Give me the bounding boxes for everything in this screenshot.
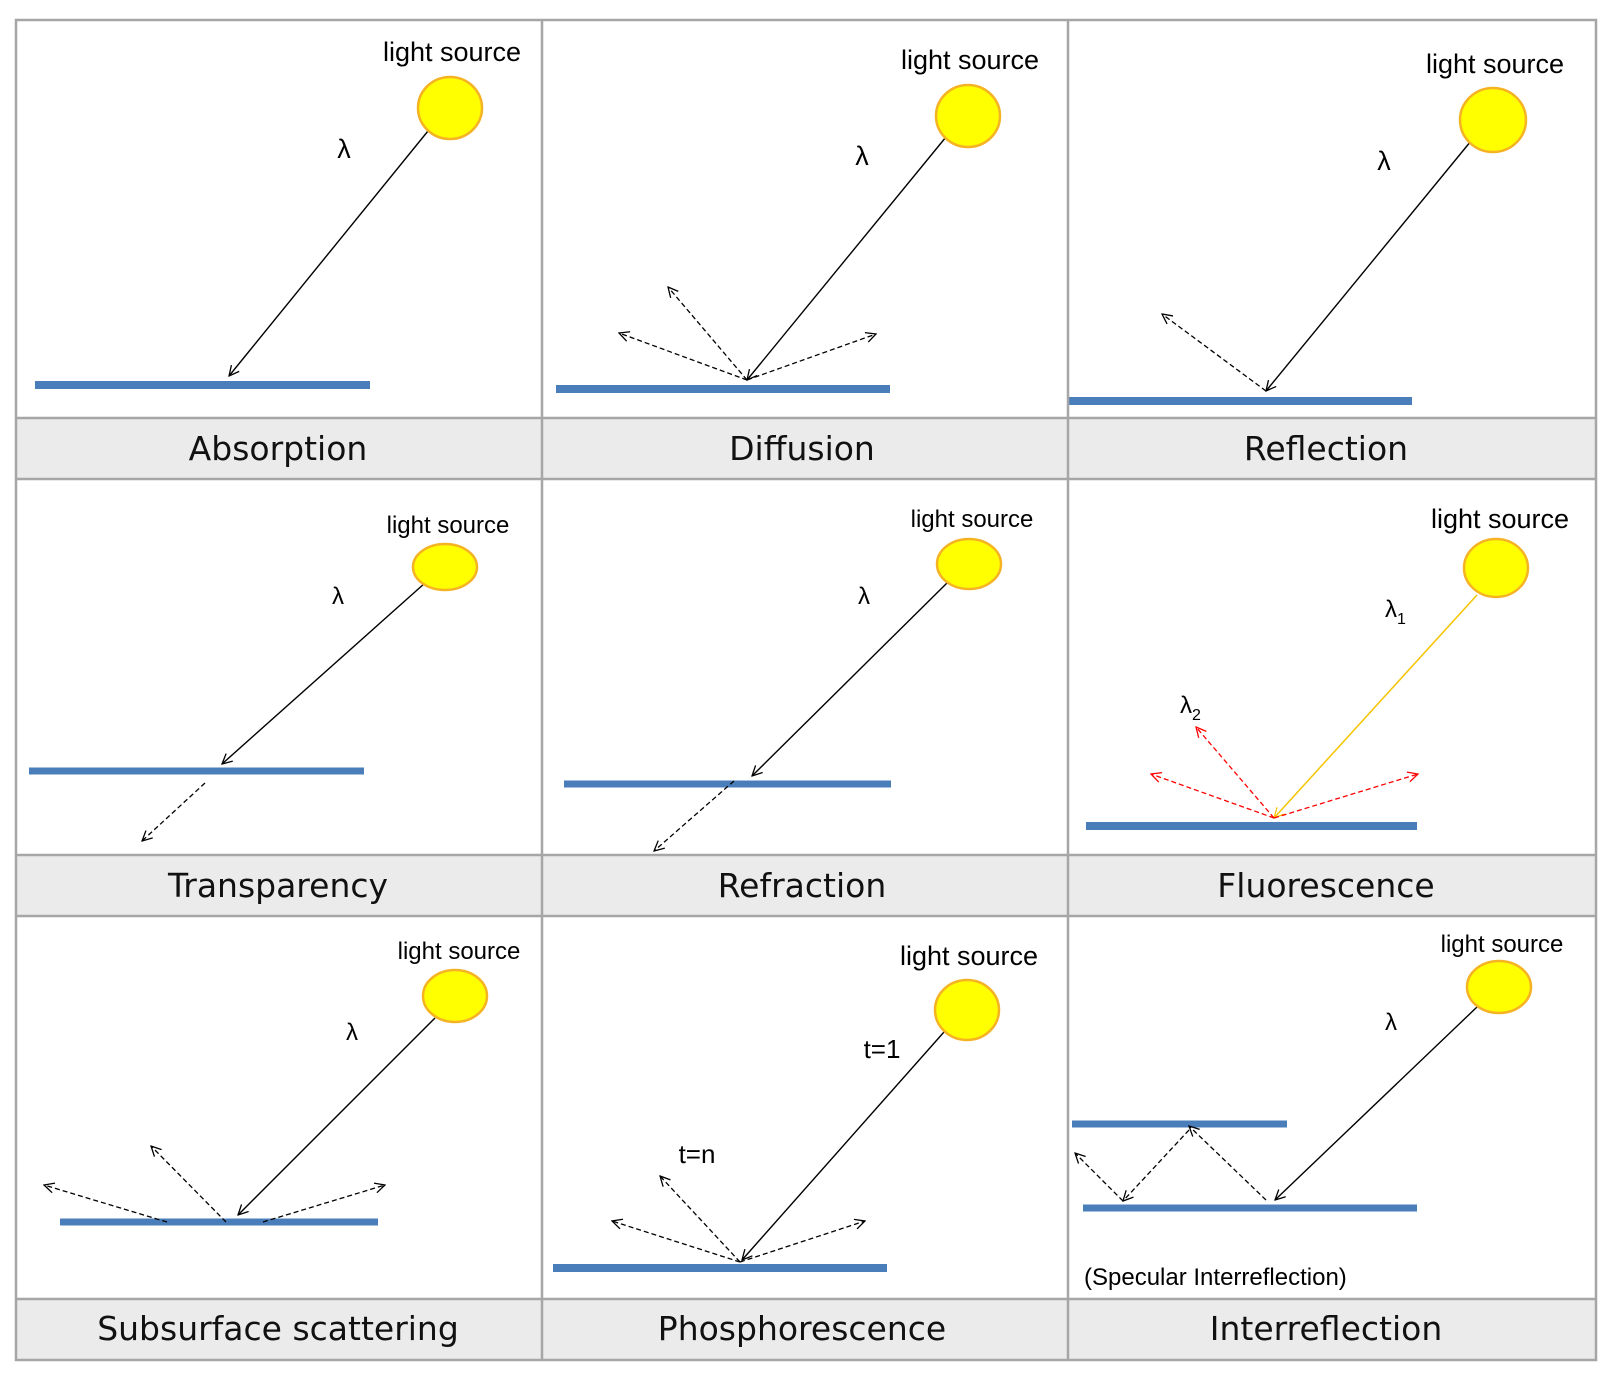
excitation-wavelength-label: λ1 — [1385, 596, 1406, 628]
sun-icon — [935, 537, 1003, 591]
caption-absorption: Absorption — [189, 429, 368, 468]
caption-phosphorescence: Phosphorescence — [658, 1309, 946, 1348]
transmitted-ray — [142, 782, 206, 841]
panel-absorption: light source λ Absorption — [35, 37, 521, 468]
specular-note: (Specular Interreflection) — [1084, 1264, 1347, 1291]
incident-ray — [229, 130, 429, 376]
time-end-label: t=n — [679, 1139, 716, 1169]
sun-icon — [421, 968, 489, 1024]
sun-icon — [416, 75, 484, 141]
incident-ray — [238, 1017, 436, 1215]
caption-fluorescence: Fluorescence — [1217, 866, 1434, 905]
reflected-ray — [1123, 1129, 1190, 1201]
panel-reflection: light source λ Reflection — [1068, 49, 1564, 468]
caption-band-row-1 — [16, 418, 1596, 479]
panel-phosphorescence: light source t=1 t=n Phosphorescence — [553, 941, 1038, 1348]
light-source-label: light source — [911, 506, 1034, 533]
caption-transparency: Transparency — [167, 866, 388, 905]
scattered-ray — [262, 1185, 385, 1223]
wavelength-label: λ — [855, 141, 869, 171]
incident-ray — [1275, 1006, 1478, 1200]
caption-subsurface-scattering: Subsurface scattering — [97, 1309, 459, 1348]
sun-icon — [934, 83, 1002, 149]
sun-icon — [1462, 537, 1530, 599]
reflected-ray — [1162, 314, 1267, 392]
grid-borders — [14, 18, 1598, 1362]
emitted-ray — [1196, 727, 1275, 819]
light-source-label: light source — [387, 512, 510, 539]
subscript: 1 — [1397, 611, 1406, 628]
incident-ray — [742, 1031, 945, 1260]
emitted-ray — [1273, 774, 1418, 819]
wavelength-label: λ — [1377, 146, 1391, 176]
light-source-label: light source — [1441, 931, 1564, 958]
light-source-label: light source — [900, 941, 1038, 971]
caption-refraction: Refraction — [718, 866, 887, 905]
scattered-ray — [668, 287, 748, 381]
sun-icon — [411, 542, 479, 592]
incident-ray — [1266, 140, 1472, 391]
scattered-ray — [44, 1185, 168, 1223]
wavelength-label: λ — [337, 134, 351, 164]
refracted-ray — [654, 780, 735, 851]
panel-diffusion: light source λ Diffusion — [556, 45, 1039, 468]
incident-ray — [1274, 594, 1478, 818]
reflected-ray — [1189, 1126, 1267, 1201]
subscript: 2 — [1192, 707, 1201, 724]
caption-band-row-3 — [16, 1299, 1596, 1360]
light-source-label: light source — [398, 938, 521, 965]
sun-icon — [933, 978, 1001, 1042]
wavelength-label: λ — [332, 583, 344, 610]
wavelength-label: λ — [858, 583, 870, 610]
wavelength-label: λ — [1385, 1009, 1397, 1036]
caption-diffusion: Diffusion — [729, 429, 875, 468]
emitted-ray — [612, 1221, 741, 1263]
emission-wavelength-label: λ2 — [1180, 692, 1201, 724]
scattered-ray — [746, 334, 876, 381]
sun-icon — [1465, 959, 1533, 1015]
reflected-ray — [1075, 1153, 1124, 1202]
light-source-label: light source — [1426, 49, 1564, 79]
incident-ray — [752, 582, 948, 776]
light-source-label: light source — [901, 45, 1039, 75]
caption-reflection: Reflection — [1244, 429, 1408, 468]
panel-transparency: light source λ Transparency — [29, 512, 509, 905]
light-source-label: light source — [1431, 504, 1569, 534]
incident-ray — [747, 136, 947, 380]
emitted-ray — [660, 1176, 741, 1263]
light-source-label: light source — [383, 37, 521, 67]
emitted-ray — [739, 1221, 865, 1263]
emitted-ray — [1151, 774, 1275, 819]
panel-interreflection: light source λ (Specular Interreflection… — [1072, 931, 1563, 1348]
panel-refraction: light source λ Refraction — [564, 506, 1033, 905]
wavelength-label: λ — [346, 1019, 358, 1046]
caption-band-row-2 — [16, 855, 1596, 916]
sun-icon — [1458, 86, 1528, 154]
time-start-label: t=1 — [864, 1034, 901, 1064]
incident-ray — [222, 582, 426, 764]
scattered-ray — [151, 1146, 227, 1223]
scattered-ray — [619, 333, 748, 381]
caption-interreflection: Interreflection — [1210, 1309, 1442, 1348]
panel-fluorescence: light source λ1 λ2 Fluorescence — [1086, 504, 1569, 905]
panel-subsurface-scattering: light source λ Subsurface scattering — [44, 938, 520, 1348]
